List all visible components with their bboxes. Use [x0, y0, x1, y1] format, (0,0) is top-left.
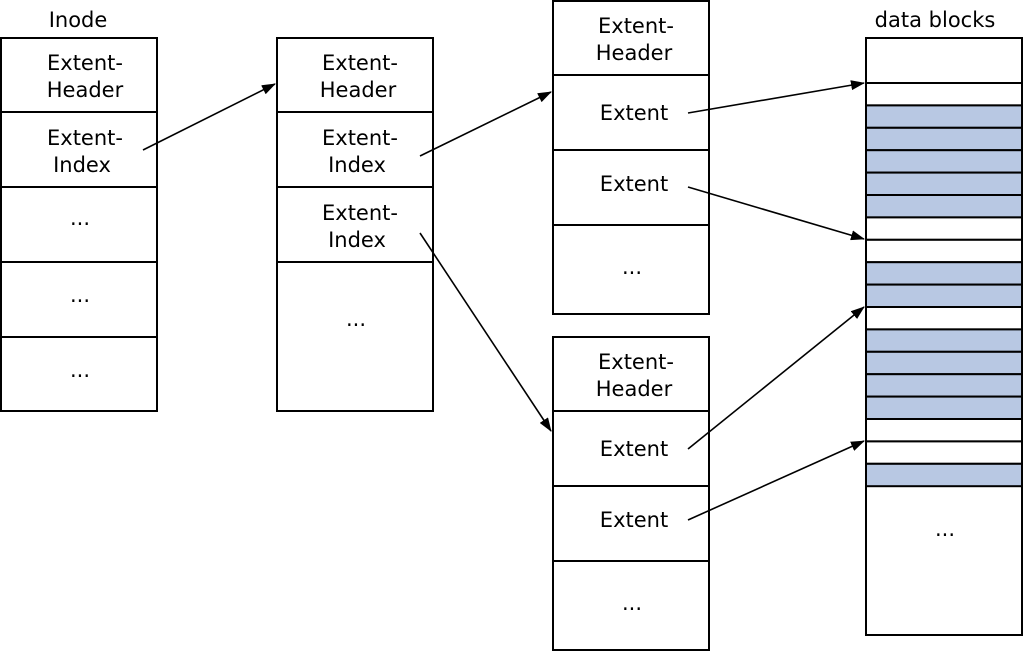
arrow-extent-to-data-block	[687, 306, 865, 450]
inode-title: Inode	[49, 8, 108, 32]
inode-frame	[0, 37, 158, 412]
data-block-free	[865, 440, 1023, 465]
cell-label-line1: Extent-	[322, 126, 398, 150]
cell-label-line2: Index	[328, 153, 386, 177]
data-block-free	[865, 306, 1023, 331]
inode-cell-extent-index: Extent- Index	[47, 126, 123, 177]
data-block-used	[865, 328, 1023, 353]
data-blocks-column: data blocks ...	[865, 8, 1023, 636]
index-node: Extent- Header Extent- Index Extent- Ind…	[276, 37, 434, 412]
index-cell-extent-header: Extent- Header	[320, 51, 398, 102]
leaf-bottom-cell-extent: Extent	[600, 508, 668, 532]
data-block-used	[865, 350, 1023, 376]
arrow-index-to-leaf-top	[419, 91, 552, 157]
arrow-index-to-leaf-bottom	[419, 232, 552, 432]
arrow-inode-to-index-node	[142, 83, 276, 151]
arrow-extent-to-data-block	[687, 440, 865, 521]
data-block-used	[865, 194, 1023, 219]
index-cell-ellipsis: ...	[346, 307, 366, 331]
cell-label-line1: Extent-	[598, 14, 674, 38]
pointer-arrows	[142, 80, 865, 521]
inode-cell-ellipsis: ...	[70, 206, 90, 230]
leaf-bottom-frame	[552, 336, 710, 651]
leaf-node-top: Extent- Header Extent Extent ...	[552, 0, 710, 315]
index-cell-extent-index: Extent- Index	[322, 201, 398, 252]
inode-cell-extent-header: Extent- Header	[47, 51, 124, 102]
cell-label-line1: Extent-	[322, 201, 398, 225]
data-block-used	[865, 149, 1023, 174]
leaf-bottom-cell-extent-header: Extent- Header	[596, 350, 674, 401]
cell-label-line1: Extent-	[598, 350, 674, 374]
cell-label-line2: Header	[596, 41, 673, 65]
leaf-node-bottom: Extent- Header Extent Extent ...	[552, 336, 710, 651]
data-block-used	[865, 395, 1023, 421]
data-block-used	[865, 261, 1023, 286]
index-cell-extent-index: Extent- Index	[322, 126, 398, 177]
leaf-top-cell-extent-header: Extent- Header	[596, 14, 674, 65]
leaf-top-cell-extent: Extent	[600, 101, 668, 125]
cell-label-line1: Extent-	[322, 51, 398, 75]
data-block-used	[865, 104, 1023, 129]
leaf-top-cell-extent: Extent	[600, 172, 668, 196]
cell-label-line2: Header	[320, 78, 397, 102]
inode-cell-ellipsis: ...	[70, 283, 90, 307]
data-block-free	[865, 216, 1023, 241]
leaf-top-cell-ellipsis: ...	[622, 255, 642, 279]
leaf-bottom-cell-ellipsis: ...	[622, 591, 642, 615]
cell-label-line2: Index	[328, 228, 386, 252]
cell-label-line2: Header	[596, 377, 673, 401]
index-node-frame	[276, 37, 434, 412]
cell-label-line1: Extent-	[47, 51, 123, 75]
leaf-top-frame	[552, 0, 710, 315]
data-blocks-ellipsis: ...	[935, 517, 955, 541]
cell-label-line2: Index	[53, 153, 111, 177]
data-block-used	[865, 171, 1023, 197]
arrow-extent-to-data-block	[687, 186, 865, 241]
data-block-used	[865, 462, 1023, 488]
data-block-strips	[865, 82, 1023, 488]
cell-label-line2: Header	[47, 78, 124, 102]
cell-label-line1: Extent-	[47, 126, 123, 150]
arrow-extent-to-data-block	[687, 80, 865, 114]
data-block-free	[865, 238, 1023, 264]
inode-node: Inode Extent- Header Extent- Index ... .…	[0, 8, 158, 412]
data-block-used	[865, 373, 1023, 398]
leaf-bottom-cell-extent: Extent	[600, 437, 668, 461]
data-block-free	[865, 418, 1023, 443]
inode-cell-ellipsis: ...	[70, 358, 90, 382]
data-blocks-title: data blocks	[875, 8, 996, 32]
data-block-free	[865, 82, 1023, 107]
data-block-used	[865, 283, 1023, 309]
data-block-used	[865, 126, 1023, 152]
